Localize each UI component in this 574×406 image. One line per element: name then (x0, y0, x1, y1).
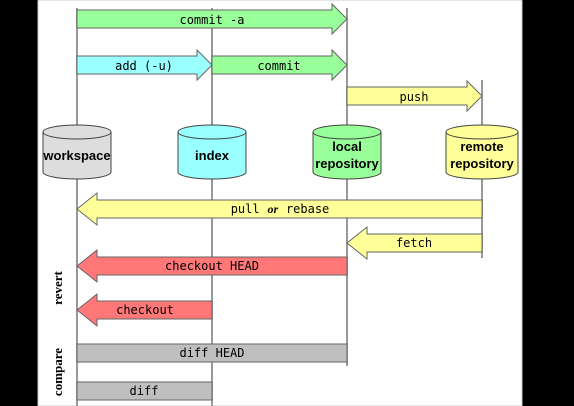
compare-side-label: compare (50, 348, 65, 396)
remote-repository-cylinder-icon (445, 131, 519, 180)
add-arrow: add (-u) (76, 48, 213, 82)
workspace-cylinder-icon (42, 131, 112, 180)
pull-or-rebase-arrow-shape (76, 191, 483, 227)
local-repository-cylinder-top (312, 124, 382, 140)
checkout-head-arrow-shape (76, 248, 348, 284)
diff-bar: diff (76, 381, 213, 401)
diff-head-bar: diff HEAD (76, 343, 348, 363)
rebase-label: rebase (286, 202, 329, 216)
checkout-head-label: checkout HEAD (165, 259, 259, 273)
remote-repository-store: remote repository (445, 124, 519, 180)
diff-head-bar-shape (76, 343, 348, 363)
checkout-head-arrow: checkout HEAD (76, 248, 348, 284)
or-label: or (267, 202, 278, 216)
push-arrow: push (346, 79, 483, 113)
push-label: push (400, 90, 429, 104)
commit-all-arrow: commit -a (76, 2, 348, 36)
add-label: add (-u) (115, 59, 173, 73)
revert-side-label: revert (50, 270, 65, 304)
index-cylinder-icon (177, 131, 247, 180)
pull-label: pull (231, 202, 260, 216)
remote-repository-label-line2: repository (450, 156, 514, 171)
diff-head-label: diff HEAD (179, 346, 244, 360)
commit-arrow-shape (211, 48, 348, 82)
local-repository-label-line2: repository (315, 156, 379, 171)
diff-label: diff (130, 384, 159, 398)
checkout-arrow: checkout (76, 292, 213, 328)
checkout-arrow-shape (76, 292, 213, 328)
local-repository-cylinder-icon (312, 131, 382, 180)
fetch-arrow-shape (346, 225, 483, 261)
diff-bar-shape (76, 381, 213, 401)
push-arrow-shape (346, 79, 483, 113)
workspace-label: workspace (42, 148, 110, 163)
remote-repository-cylinder-top (445, 124, 519, 140)
fetch-arrow: fetch (346, 225, 483, 261)
commit-all-label: commit -a (179, 13, 244, 27)
local-repository-store: local repository (312, 124, 382, 180)
pull-or-rebase-arrow: pull or rebase (76, 191, 483, 227)
index-label: index (195, 148, 230, 163)
fetch-label: fetch (396, 236, 432, 250)
pull-or-rebase-label: pull or rebase (231, 202, 330, 216)
workspace-cylinder-top (42, 124, 112, 140)
checkout-label: checkout (116, 303, 174, 317)
commit-all-arrow-shape (76, 2, 348, 36)
add-arrow-shape (76, 48, 213, 82)
workspace-store: workspace (42, 124, 112, 180)
remote-repository-label-line1: remote (460, 139, 503, 154)
commit-arrow: commit (211, 48, 348, 82)
commit-label: commit (257, 59, 300, 73)
index-cylinder-top (177, 124, 247, 140)
local-repository-label-line1: local (332, 139, 362, 154)
index-store: index (177, 124, 247, 180)
